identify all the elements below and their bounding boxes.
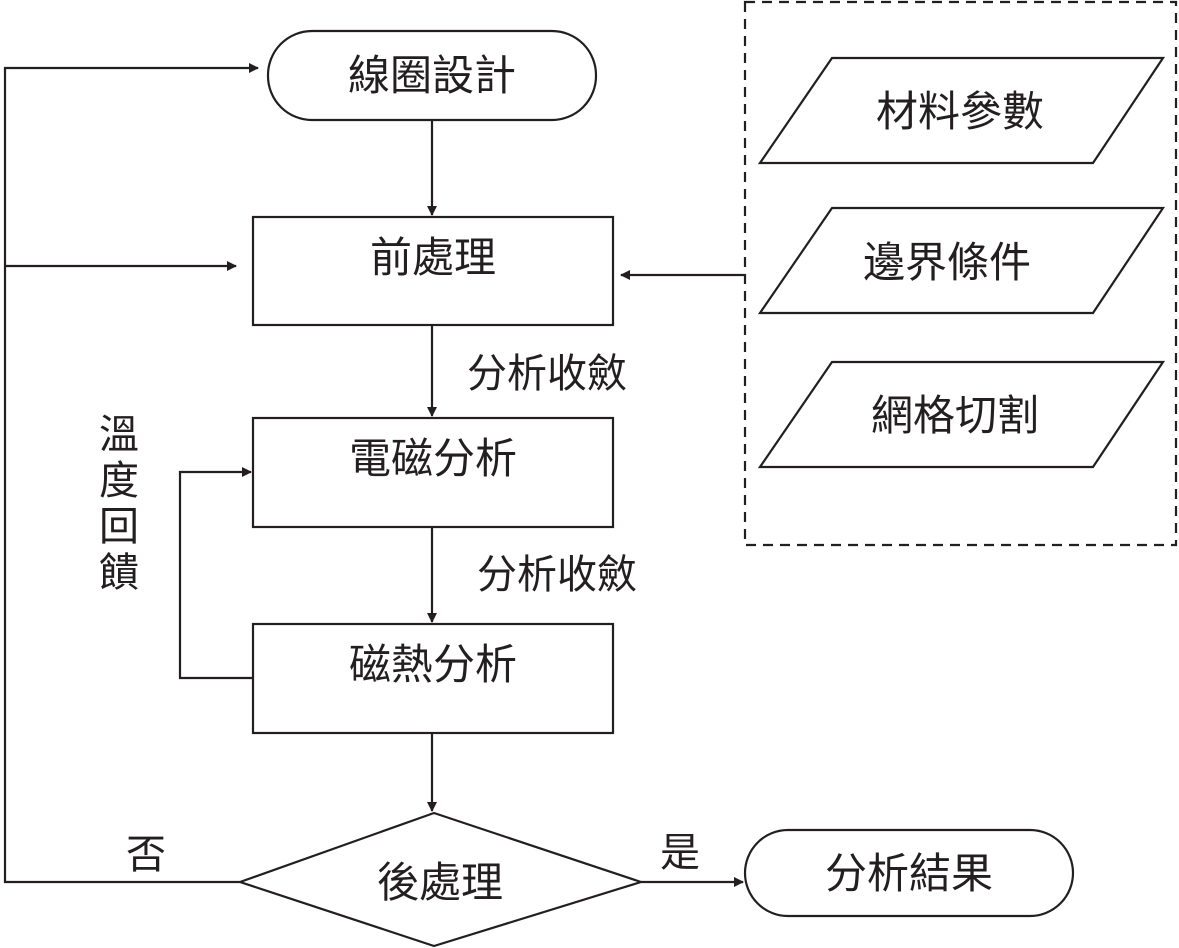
magnetothermal-node: 磁熱分析: [251, 622, 615, 735]
edge-no-loop-to-coil-design: [3, 63, 259, 884]
em-analysis-node: 電磁分析: [251, 416, 615, 529]
converge-label-2: 分析收斂: [477, 552, 637, 598]
postprocess-decision-node: 後處理: [236, 811, 645, 948]
meshing-label: 網格切割: [871, 391, 1039, 440]
no-label: 否: [126, 832, 166, 878]
result-label: 分析結果: [825, 849, 993, 898]
boundary-conditions-label: 邊界條件: [863, 238, 1031, 287]
em-analysis-label: 電磁分析: [349, 434, 517, 483]
coil-design-node: 線圈設計: [266, 29, 598, 122]
coil-design-label: 線圈設計: [348, 51, 516, 100]
edge-temperature-feedback: [178, 467, 253, 680]
magnetothermal-label: 磁熱分析: [349, 640, 517, 689]
material-params-node: 材料參數: [757, 56, 1166, 165]
inputs-group-box: [743, 0, 1178, 547]
yes-label: 是: [660, 830, 700, 876]
result-node: 分析結果: [743, 828, 1075, 918]
temperature-feedback-label: 溫度回饋: [92, 413, 138, 597]
meshing-node: 網格切割: [757, 360, 1166, 469]
converge-label-1: 分析收斂: [467, 351, 627, 397]
boundary-conditions-node: 邊界條件: [757, 206, 1166, 315]
postprocess-label: 後處理: [377, 858, 503, 907]
material-params-label: 材料參數: [876, 87, 1044, 136]
preprocess-label: 前處理: [370, 233, 496, 282]
preprocess-node: 前處理: [251, 215, 615, 327]
